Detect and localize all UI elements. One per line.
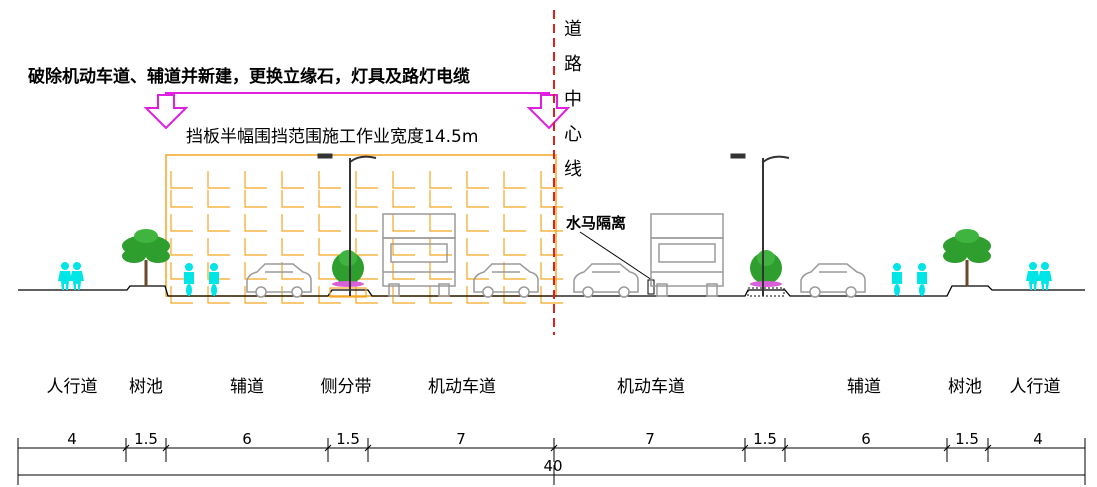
- enclosure-frame: [165, 154, 557, 297]
- right-median-box: [747, 287, 785, 297]
- dimension-ticks: [122, 438, 992, 485]
- shrub-icon: [332, 250, 364, 287]
- tree-icon: [122, 229, 170, 286]
- construction-enclosure: [165, 154, 563, 304]
- street-objects: [58, 153, 1052, 298]
- work-range-arrow: [143, 92, 571, 130]
- car-icon: [246, 263, 312, 298]
- centerline-label: 道 路 中 心 线: [564, 19, 582, 180]
- dimension-tick-slash: [781, 444, 789, 452]
- ground-line: [18, 285, 1085, 297]
- dimension-value: 1.5: [955, 430, 979, 448]
- dimension-value: 7: [645, 430, 655, 448]
- tree-icon: [943, 229, 991, 286]
- dimension-value: 1.5: [134, 430, 158, 448]
- enclosure-grid: [170, 171, 563, 304]
- total-width-value: 40: [543, 457, 562, 475]
- street-lamp-icon: [317, 153, 377, 296]
- shrub-icon: [750, 250, 782, 287]
- dimension-tick-slash: [364, 444, 372, 452]
- cyclist-icon: [892, 263, 902, 296]
- water-barrier-label: 水马隔离: [566, 214, 626, 232]
- pedestrian-icon: [1038, 262, 1052, 290]
- dimension-tick-slash: [984, 444, 992, 452]
- dimension-value: 1.5: [336, 430, 360, 448]
- street-lamp-icon: [730, 153, 790, 296]
- dimension-tick-slash: [943, 444, 951, 452]
- pedestrian-icon: [1026, 262, 1040, 290]
- dimension-tick-slash: [741, 444, 749, 452]
- pedestrian-icon: [58, 262, 72, 290]
- zone-label: 人行道: [1010, 377, 1061, 397]
- dimension-values: 4 1.5 6 1.5 7 7 1.5 6 1.5 4 40: [67, 430, 1043, 475]
- zone-label: 辅道: [847, 377, 881, 397]
- car-icon: [473, 263, 539, 298]
- dimension-tick-slash: [162, 444, 170, 452]
- enclosure-note: 挡板半幅围挡范围施工作业宽度14.5m: [186, 127, 478, 147]
- truck-icon: [382, 213, 456, 297]
- centerline-char: 心: [564, 124, 582, 145]
- cyclist-icon: [209, 263, 219, 296]
- zone-label: 机动车道: [428, 377, 496, 397]
- dimension-tick-slash: [324, 444, 332, 452]
- cyclist-icon: [917, 263, 927, 296]
- zone-label: 辅道: [230, 377, 264, 397]
- dimension-lines: [17, 438, 1086, 485]
- car-icon: [800, 263, 866, 298]
- dimension-value: 6: [242, 430, 252, 448]
- cyclist-icon: [184, 263, 194, 296]
- car-icon: [573, 263, 639, 298]
- left-median-box: [329, 287, 367, 298]
- centerline-char: 路: [564, 54, 582, 75]
- pedestrian-icon: [70, 262, 84, 290]
- dimension-value: 7: [456, 430, 466, 448]
- dimension-tick-slash: [122, 444, 130, 452]
- centerline-char: 道: [564, 19, 582, 40]
- dimension-value: 4: [67, 430, 77, 448]
- truck-icon: [650, 213, 724, 297]
- dimension-value: 1.5: [753, 430, 777, 448]
- construction-note: 破除机动车道、辅道并新建，更换立缘石，灯具及路灯电缆: [28, 66, 470, 87]
- centerline-char: 中: [564, 89, 582, 110]
- zone-label: 侧分带: [321, 377, 372, 397]
- dimension-value: 4: [1033, 430, 1043, 448]
- dimension-value: 6: [861, 430, 871, 448]
- zone-label: 树池: [129, 377, 163, 397]
- zone-label: 树池: [948, 377, 982, 397]
- zone-label: 机动车道: [617, 377, 685, 397]
- dimension-tick-slash: [550, 444, 558, 452]
- zone-label: 人行道: [47, 377, 98, 397]
- zone-labels: 人行道 树池 辅道 侧分带 机动车道 机动车道 辅道 树池 人行道: [47, 377, 1061, 397]
- water-barrier: 水马隔离: [566, 214, 655, 295]
- centerline-char: 线: [564, 159, 582, 180]
